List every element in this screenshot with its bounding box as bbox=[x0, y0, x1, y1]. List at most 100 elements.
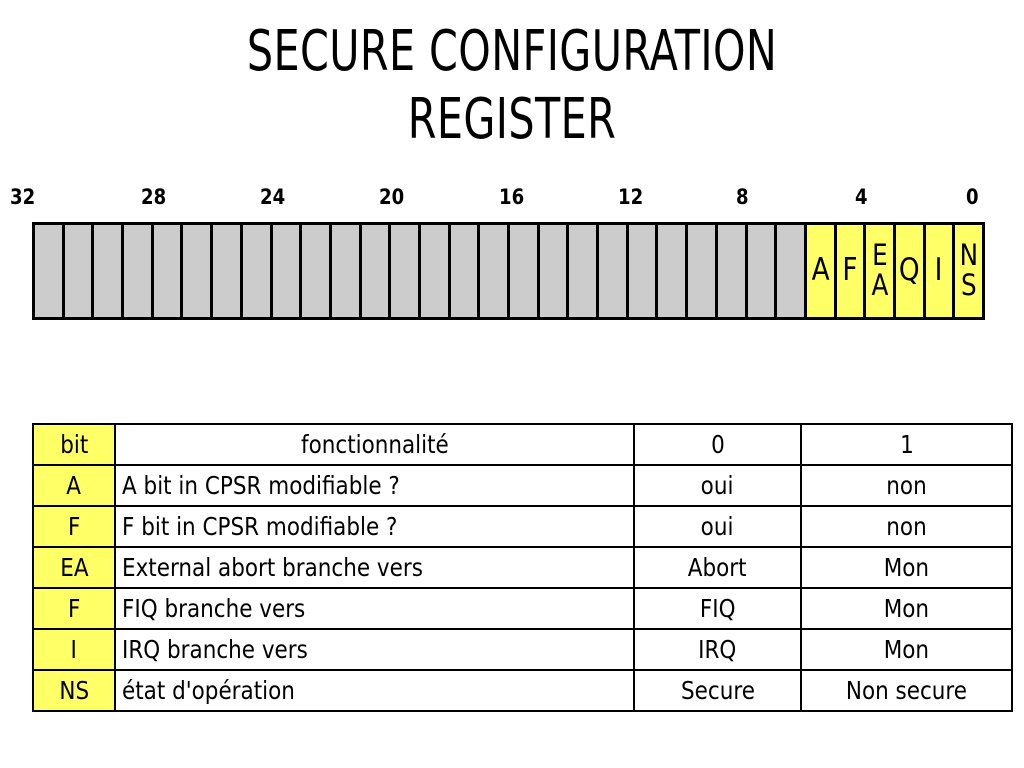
cell-functionality: A bit in CPSR modifiable ? bbox=[114, 464, 635, 507]
cell-value-zero-text: FIQ bbox=[699, 594, 736, 623]
cell-functionality-text: FIQ branche vers bbox=[122, 594, 306, 623]
bit-cell-label: A bbox=[811, 252, 830, 289]
cell-value-one: non bbox=[800, 464, 1013, 507]
bit-cell-reserved bbox=[94, 225, 125, 317]
bit-cell-reserved bbox=[747, 225, 778, 317]
bit-cell-label: F bbox=[842, 252, 858, 289]
header-value-one: 1 bbox=[800, 423, 1013, 466]
table-row: A A bit in CPSR modifiable ? oui non bbox=[32, 464, 1013, 507]
cell-value-zero: Abort bbox=[633, 546, 802, 589]
cell-functionality: état d'opération bbox=[114, 669, 635, 712]
header-value-zero-text: 0 bbox=[710, 430, 725, 459]
cell-bit-text: EA bbox=[59, 553, 89, 582]
cell-value-one-text: non bbox=[886, 471, 927, 500]
cell-value-zero: oui bbox=[633, 505, 802, 548]
cell-bit: F bbox=[32, 587, 116, 630]
cell-functionality: F bit in CPSR modifiable ? bbox=[114, 505, 635, 548]
bit-cell-reserved bbox=[124, 225, 154, 317]
cell-bit-text: I bbox=[70, 635, 78, 664]
ruler-label-8: 8 bbox=[735, 185, 749, 209]
cell-value-one-text: Mon bbox=[883, 553, 930, 582]
bit-cell-label: I bbox=[935, 252, 943, 289]
bit-cell-f: F bbox=[836, 225, 867, 317]
table-row: F FIQ branche vers FIQ Mon bbox=[32, 587, 1013, 630]
header-value-one-text: 1 bbox=[899, 430, 914, 459]
cell-value-one-text: Mon bbox=[883, 594, 930, 623]
bit-cell-reserved bbox=[213, 225, 243, 317]
ruler-label-12: 12 bbox=[617, 185, 643, 209]
bit-cell-reserved bbox=[153, 225, 184, 317]
cell-bit: A bbox=[32, 464, 116, 507]
header-bit: bit bbox=[32, 423, 116, 466]
cell-functionality: FIQ branche vers bbox=[114, 587, 635, 630]
cell-functionality: IRQ branche vers bbox=[114, 628, 635, 671]
bit-cell-reserved bbox=[480, 225, 510, 317]
bit-cell-a: A bbox=[806, 225, 837, 317]
bit-cell-reserved bbox=[510, 225, 540, 317]
cell-bit: EA bbox=[32, 546, 116, 589]
cell-value-zero-text: Secure bbox=[680, 676, 755, 705]
cell-value-one: Mon bbox=[800, 587, 1013, 630]
cell-value-zero-text: Abort bbox=[688, 553, 747, 582]
cell-bit-text: F bbox=[67, 594, 81, 623]
cell-functionality: External abort branche vers bbox=[114, 546, 635, 589]
cell-functionality-text: IRQ branche vers bbox=[122, 635, 308, 664]
cell-bit: F bbox=[32, 505, 116, 548]
table-row: I IRQ branche vers IRQ Mon bbox=[32, 628, 1013, 671]
cell-value-zero-text: IRQ bbox=[698, 635, 737, 664]
cell-bit-text: F bbox=[67, 512, 81, 541]
bit-cell-label: N S bbox=[959, 238, 978, 302]
cell-value-one: Non secure bbox=[800, 669, 1013, 712]
bit-cell-reserved bbox=[777, 225, 807, 317]
cell-functionality-text: F bit in CPSR modifiable ? bbox=[122, 512, 398, 541]
cell-value-one-text: non bbox=[886, 512, 927, 541]
bit-cell-q: Q bbox=[895, 225, 926, 317]
bit-cell-reserved bbox=[628, 225, 659, 317]
bit-cell-label: E A bbox=[871, 238, 889, 302]
cell-value-zero: IRQ bbox=[633, 628, 802, 671]
bit-cell-reserved bbox=[331, 225, 362, 317]
ruler-label-24: 24 bbox=[260, 185, 286, 209]
table-row: F F bit in CPSR modifiable ? oui non bbox=[32, 505, 1013, 548]
bit-cell-reserved bbox=[539, 225, 570, 317]
cell-value-one-text: Mon bbox=[883, 635, 930, 664]
bit-cell-reserved bbox=[599, 225, 629, 317]
bit-cell-reserved bbox=[35, 225, 65, 317]
bit-cell-reserved bbox=[450, 225, 481, 317]
cell-bit: NS bbox=[32, 669, 116, 712]
table-row: NS état d'opération Secure Non secure bbox=[32, 669, 1013, 712]
cell-bit-text: NS bbox=[59, 676, 89, 705]
bit-cell-reserved bbox=[391, 225, 421, 317]
bit-cell-reserved bbox=[717, 225, 748, 317]
bit-cell-reserved bbox=[242, 225, 273, 317]
cell-value-one: non bbox=[800, 505, 1013, 548]
bit-cell-reserved bbox=[183, 225, 214, 317]
cell-functionality-text: External abort branche vers bbox=[122, 553, 423, 582]
ruler-label-32: 32 bbox=[10, 185, 36, 209]
cell-value-zero-text: oui bbox=[701, 512, 734, 541]
bit-cell-ns: N S bbox=[955, 225, 982, 317]
cell-value-one: Mon bbox=[800, 546, 1013, 589]
header-bit-text: bit bbox=[59, 430, 89, 459]
ruler-label-16: 16 bbox=[498, 185, 524, 209]
bit-cell-ea: E A bbox=[866, 225, 896, 317]
ruler-label-20: 20 bbox=[379, 185, 405, 209]
cell-value-zero-text: oui bbox=[701, 471, 734, 500]
cell-functionality-text: état d'opération bbox=[122, 676, 295, 705]
bit-cell-label: Q bbox=[898, 252, 920, 289]
cell-bit: I bbox=[32, 628, 116, 671]
cell-value-one-text: Non secure bbox=[845, 676, 968, 705]
bit-cell-i: I bbox=[925, 225, 956, 317]
cell-value-zero: oui bbox=[633, 464, 802, 507]
table-row: EA External abort branche vers Abort Mon bbox=[32, 546, 1013, 589]
header-value-zero: 0 bbox=[633, 423, 802, 466]
bit-cell-reserved bbox=[688, 225, 718, 317]
bit-cell-reserved bbox=[569, 225, 600, 317]
cell-value-one: Mon bbox=[800, 628, 1013, 671]
page-title: SECURE CONFIGURATION REGISTER bbox=[246, 19, 778, 153]
cell-bit-text: A bbox=[66, 471, 82, 500]
